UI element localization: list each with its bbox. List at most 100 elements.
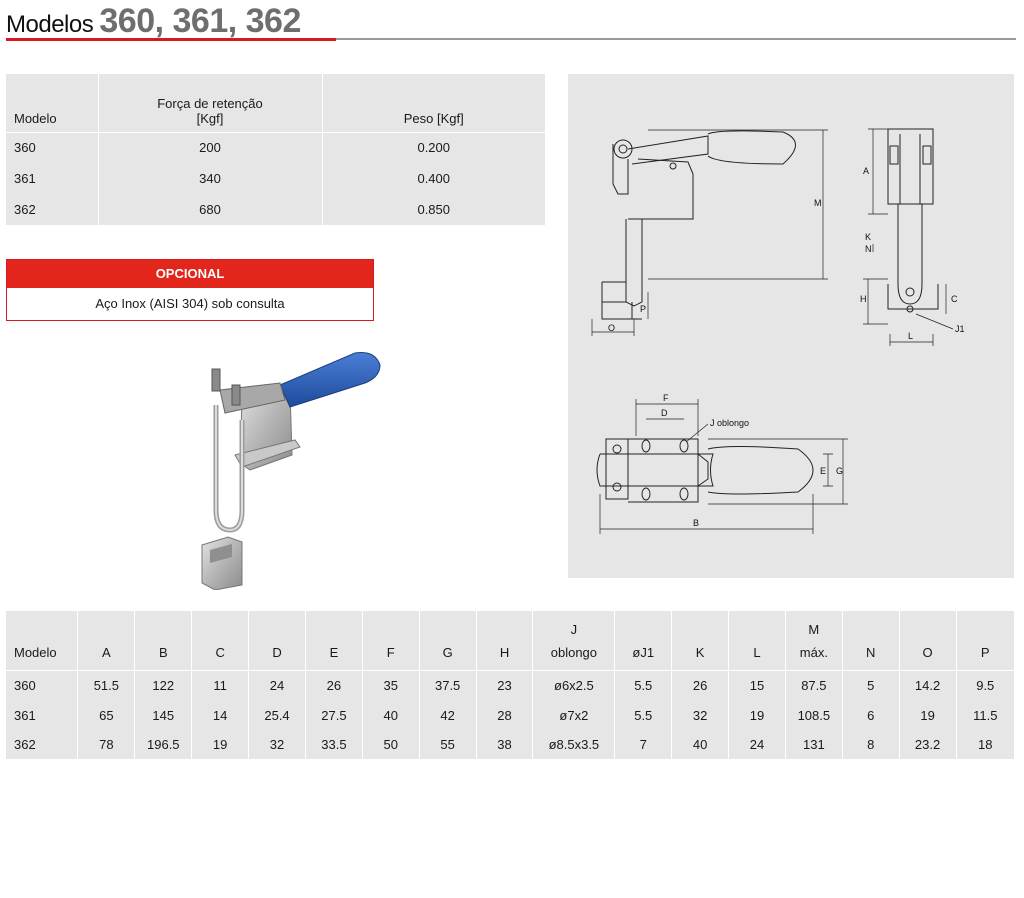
table-cell: ø7x2 xyxy=(532,700,615,730)
table-cell: 19 xyxy=(728,700,786,730)
table-cell: 108.5 xyxy=(784,700,843,730)
table-cell: 55 xyxy=(418,730,477,759)
label-N: N xyxy=(865,244,872,254)
label-B: B xyxy=(693,518,699,528)
table-cell: 40 xyxy=(671,730,729,759)
table-cell: 5.5 xyxy=(614,700,672,730)
product-photo xyxy=(180,345,390,591)
table-cell: 6 xyxy=(841,700,900,730)
header-cell: H xyxy=(475,611,533,671)
header-cell: D xyxy=(248,611,306,671)
table-cell: 37.5 xyxy=(418,670,477,700)
label-P: P xyxy=(640,304,646,314)
table-cell: 27.5 xyxy=(304,700,363,730)
table-cell: 24 xyxy=(728,730,786,759)
header-cell: C xyxy=(191,611,249,671)
table-cell: 9.5 xyxy=(955,670,1014,700)
table-cell: 14.2 xyxy=(898,670,957,700)
table-cell: 23.2 xyxy=(898,730,957,759)
table-cell: 15 xyxy=(728,670,786,700)
header-cell: B xyxy=(134,611,192,671)
table-cell: 131 xyxy=(784,730,843,759)
table-cell: 42 xyxy=(418,700,477,730)
table-cell: ø8.5x3.5 xyxy=(532,730,615,759)
header-cell: L xyxy=(728,611,786,671)
table-cell: 23 xyxy=(475,670,533,700)
table-cell: 362 xyxy=(14,737,36,752)
title-models: 360, 361, 362 xyxy=(99,2,301,40)
drawing-svg: M A K N H C J1 L P O F D J oblongo B E G xyxy=(591,128,965,534)
label-D: D xyxy=(661,408,668,418)
label-J1: J1 xyxy=(955,324,965,334)
table-cell: 28 xyxy=(475,700,533,730)
table-cell: 19 xyxy=(191,730,249,759)
optional-box: OPCIONAL Aço Inox (AISI 304) sob consult… xyxy=(6,259,374,321)
table-cell: 26 xyxy=(304,670,363,700)
table-cell: 11.5 xyxy=(955,700,1014,730)
table-cell: 122 xyxy=(134,670,192,700)
table-cell: 40 xyxy=(361,700,420,730)
table-cell: 78 xyxy=(77,730,135,759)
header-cell: N xyxy=(841,611,900,671)
table-cell: 196.5 xyxy=(134,730,192,759)
label-C: C xyxy=(951,294,958,304)
table-cell: ø6x2.5 xyxy=(532,670,615,700)
title-underline-grey xyxy=(336,38,1016,40)
retention-table-header: Modelo Força de retenção[Kgf] Peso [Kgf] xyxy=(6,74,545,133)
title-underline-red xyxy=(6,38,336,41)
table-cell: 65 xyxy=(77,700,135,730)
header-cell: G xyxy=(418,611,477,671)
table-cell: 18 xyxy=(955,730,1014,759)
header-force: Força de retenção[Kgf] xyxy=(97,74,322,133)
table-cell: 145 xyxy=(134,700,192,730)
table-cell: 8 xyxy=(841,730,900,759)
table-cell: 25.4 xyxy=(248,700,306,730)
table-cell: 26 xyxy=(671,670,729,700)
header-model: Modelo xyxy=(6,74,98,133)
table-cell: 33.5 xyxy=(304,730,363,759)
technical-drawing: M A K N H C J1 L P O F D J oblongo B E G xyxy=(568,74,1014,578)
table-cell: 5 xyxy=(841,670,900,700)
table-cell: 32 xyxy=(671,700,729,730)
header-weight: Peso [Kgf] xyxy=(321,74,545,133)
label-K: K xyxy=(865,232,871,242)
title-prefix: Modelos xyxy=(6,11,100,38)
table-cell: 19 xyxy=(898,700,957,730)
page-title: Modelos 360, 361, 362 xyxy=(6,2,301,41)
header-cell: O xyxy=(898,611,957,671)
table-cell: 14 xyxy=(191,700,249,730)
label-A: A xyxy=(863,166,869,176)
label-J-oblongo: J oblongo xyxy=(710,418,749,428)
header-cell: F xyxy=(361,611,420,671)
table-row: 361 340 0.400 xyxy=(6,163,545,194)
label-L: L xyxy=(908,331,913,341)
table-cell: 32 xyxy=(248,730,306,759)
table-cell: 38 xyxy=(475,730,533,759)
label-E: E xyxy=(820,466,826,476)
optional-title: OPCIONAL xyxy=(7,260,373,288)
table-cell: 361 xyxy=(14,707,36,723)
table-cell: 87.5 xyxy=(784,670,843,700)
table-cell: 35 xyxy=(361,670,420,700)
retention-table: Modelo Força de retenção[Kgf] Peso [Kgf]… xyxy=(6,74,545,225)
label-O: O xyxy=(608,323,615,333)
table-cell: 7 xyxy=(614,730,672,759)
header-cell: P xyxy=(955,611,1014,671)
table-cell: 24 xyxy=(248,670,306,700)
table-cell: 5.5 xyxy=(614,670,672,700)
table-cell: 360 xyxy=(14,677,36,693)
label-M: M xyxy=(814,198,822,208)
header-cell: A xyxy=(77,611,135,671)
table-row: 362 680 0.850 xyxy=(6,194,545,225)
optional-text: Aço Inox (AISI 304) sob consulta xyxy=(7,288,373,320)
latch-clamp-illustration xyxy=(201,352,381,591)
header-cell: K xyxy=(671,611,729,671)
table-row: 360 200 0.200 xyxy=(6,132,545,163)
